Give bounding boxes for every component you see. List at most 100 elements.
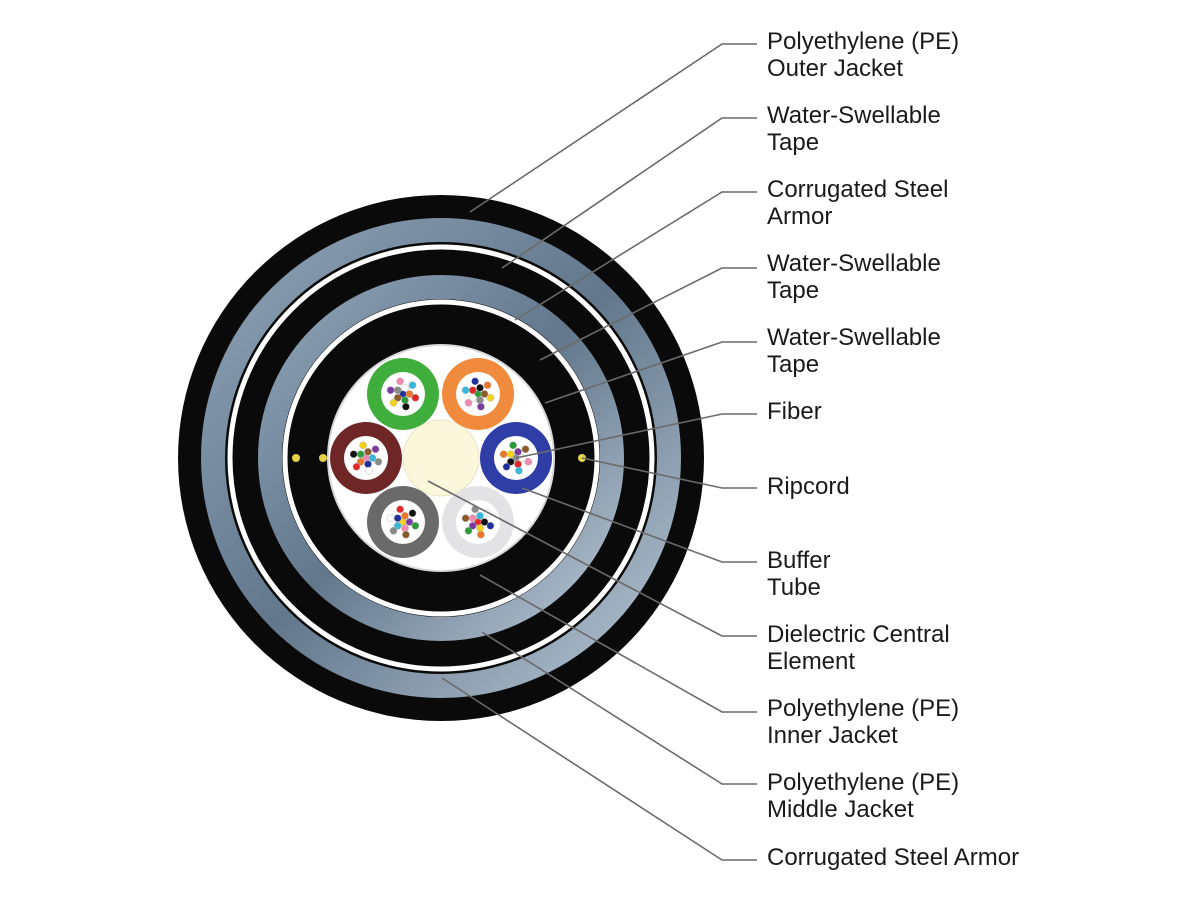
label-line-1: Corrugated Steel Armor — [767, 844, 1020, 871]
label-line-1: Polyethylene (PE) — [767, 28, 960, 55]
fiber — [352, 462, 361, 471]
fiber — [368, 454, 377, 462]
fiber — [514, 447, 522, 456]
dielectric-central-element — [402, 419, 480, 497]
label-line-2: Tape — [767, 129, 820, 156]
fiber — [401, 383, 409, 392]
leader-line-outer-jacket — [469, 43, 757, 213]
fiber — [471, 377, 479, 386]
fiber — [461, 514, 470, 523]
label-line-2: Tape — [767, 351, 820, 378]
fiber — [486, 521, 495, 530]
label-line-1: Water-Swellable — [767, 102, 941, 129]
fiber — [393, 393, 402, 402]
label-line-2: Outer Jacket — [767, 55, 904, 82]
middle-jacket — [235, 252, 647, 664]
leader-line-water-swellable-tape-3 — [544, 341, 757, 404]
fiber — [480, 518, 489, 526]
fiber — [396, 505, 404, 514]
fiber — [371, 445, 380, 454]
label-line-1: Buffer — [767, 547, 831, 574]
fiber — [461, 386, 470, 395]
fiber — [483, 381, 492, 390]
fiber — [393, 514, 402, 523]
fiber — [464, 526, 473, 535]
fiber — [389, 398, 398, 407]
fiber — [405, 518, 414, 526]
cable-cross-section — [178, 195, 704, 721]
fiber — [402, 530, 410, 539]
label-outer-jacket: Polyethylene (PE) Outer Jacket — [767, 28, 959, 82]
label-line-2: Armor — [767, 203, 833, 230]
fiber — [408, 381, 417, 390]
fiber — [476, 396, 484, 405]
fiber — [464, 398, 473, 407]
leader-line-buffer-tube — [521, 487, 757, 563]
fiber — [405, 390, 414, 398]
fiber — [356, 450, 365, 459]
fiber — [364, 460, 372, 469]
fiber — [356, 457, 365, 466]
fiber — [401, 511, 409, 520]
fiber — [468, 521, 477, 530]
label-line-1: Corrugated Steel — [767, 176, 949, 203]
label-water-swellable-tape-2: Water-Swellable Tape — [767, 250, 941, 304]
fiber — [524, 457, 533, 466]
leader-line-water-swellable-tape-1 — [501, 117, 757, 269]
fiber — [386, 386, 395, 395]
label-line-1: Polyethylene (PE) — [767, 769, 960, 796]
label-line-1: Water-Swellable — [767, 250, 941, 277]
fiber — [402, 402, 410, 411]
fiber — [509, 441, 517, 450]
label-line-1: Ripcord — [767, 473, 850, 500]
fiber — [401, 524, 409, 533]
fiber — [477, 402, 485, 411]
fiber — [476, 524, 484, 533]
leader-line-ripcord — [581, 457, 757, 489]
fiber — [408, 509, 417, 518]
fiber — [389, 526, 398, 535]
fiber — [486, 393, 495, 402]
label-line-1: Water-Swellable — [767, 324, 941, 351]
leader-line-dielectric-central-element — [427, 480, 757, 637]
fiber — [365, 466, 373, 475]
fiber — [374, 457, 383, 466]
label-line-2: Tape — [767, 277, 820, 304]
leader-lines — [427, 43, 757, 861]
label-line-2: Middle Jacket — [767, 796, 914, 823]
leader-line-corrugated-steel-armor-outer — [441, 677, 757, 861]
label-line-2: Tube — [767, 574, 821, 601]
fiber — [480, 390, 489, 398]
fiber — [396, 377, 404, 386]
fiber — [506, 457, 515, 466]
fiber — [411, 521, 420, 530]
fiber — [359, 441, 367, 450]
fiber-bundles — [349, 377, 533, 539]
fiber — [476, 383, 484, 392]
label-corrugated-steel-armor: Corrugated Steel Armor — [767, 176, 948, 230]
label-line-2: Element — [767, 648, 856, 675]
fiber — [411, 393, 420, 402]
fiber — [393, 521, 402, 530]
leader-line-inner-jacket — [479, 574, 757, 713]
outer-corrugated-armor — [201, 218, 681, 698]
fiber — [499, 450, 508, 459]
label-line-1: Polyethylene (PE) — [767, 695, 960, 722]
fiber — [386, 514, 395, 523]
leader-line-water-swellable-tape-2 — [539, 267, 757, 361]
fiber — [477, 530, 485, 539]
label-dielectric-central-element: Dielectric Central Element — [767, 621, 950, 675]
label-water-swellable-tape-1: Water-Swellable Tape — [767, 102, 941, 156]
ripcord-left-outer — [292, 454, 300, 462]
label-fiber: Fiber — [767, 398, 822, 425]
middle-water-swellable-tape — [282, 299, 600, 617]
label-middle-jacket: Polyethylene (PE) Middle Jacket — [767, 769, 959, 823]
label-ripcord: Ripcord — [767, 473, 850, 500]
fiber — [393, 386, 402, 395]
fiber — [506, 450, 515, 459]
fiber — [515, 466, 523, 475]
label-line-1: Fiber — [767, 398, 822, 425]
ripcord-left-inner — [319, 454, 327, 462]
label-corrugated-steel-armor-outer: Corrugated Steel Armor — [767, 844, 1019, 871]
fiber — [468, 514, 477, 523]
